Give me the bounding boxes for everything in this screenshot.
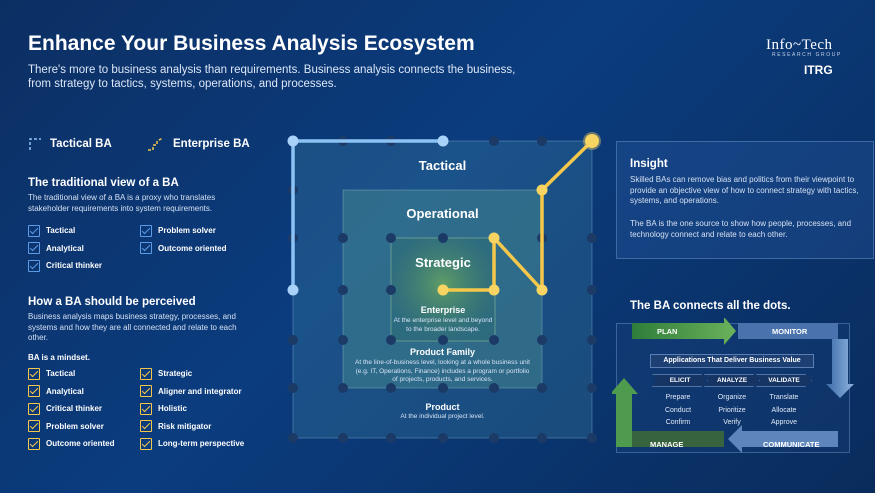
enterprise-node (583, 132, 601, 150)
checkbox-icon (28, 402, 40, 415)
validate-activities: Translate Allocate Approve (769, 394, 799, 426)
check-item: Outcome oriented (140, 242, 260, 255)
legend-tactical-label: Tactical BA (50, 138, 112, 150)
check-item: Long-term perspective (140, 437, 260, 450)
traditional-heading: The traditional view of a BA (28, 177, 179, 189)
manage-label: MANAGE (650, 440, 684, 449)
enterprise-node (488, 284, 500, 296)
checkbox-icon (28, 259, 40, 272)
enterprise-title: Enterprise (420, 305, 466, 315)
traditional-text: The traditional view of a BA is a proxy … (28, 193, 216, 213)
strategic-label: Strategic (415, 255, 471, 270)
enterprise-text: At the enterprise level and beyond to th… (393, 317, 493, 333)
checkbox-icon (28, 420, 40, 432)
check-item: Holistic (140, 402, 260, 415)
tactical-node (287, 135, 299, 147)
checkbox-icon (28, 437, 40, 450)
insight-panel (616, 141, 874, 259)
itrg-logo: ITRG (804, 63, 833, 77)
insight-heading: Insight (630, 158, 668, 170)
check-item: Analytical (28, 242, 140, 255)
checkbox-icon (28, 367, 40, 380)
check-item: Critical thinker (28, 402, 140, 415)
elicit-activities: Prepare Conduct Confirm (664, 394, 692, 426)
analyze-step: ANALYZE (704, 374, 760, 387)
check-item: Aligner and integrator (140, 385, 260, 398)
page-title: Enhance Your Business Analysis Ecosystem (28, 32, 475, 55)
check-item: Strategic (140, 367, 260, 380)
insight-p2: The BA is the one source to show how peo… (630, 219, 852, 239)
enterprise-node (437, 284, 449, 296)
operational-label: Operational (406, 206, 479, 221)
elicit-step: ELICIT (652, 374, 708, 387)
legend-tactical: Tactical BA (28, 137, 112, 151)
tactical-line-icon (29, 138, 41, 150)
monitor-band (738, 323, 838, 339)
tactical-label: Tactical (418, 158, 467, 173)
enterprise-ba-path (443, 139, 594, 295)
product-title: Product (425, 402, 460, 412)
check-item: Risk mitigator (140, 420, 260, 433)
check-item: Outcome oriented (28, 437, 140, 450)
checkbox-icon (28, 385, 40, 397)
enterprise-node (488, 232, 500, 244)
center-value-box: Applications That Deliver Business Value (650, 354, 814, 368)
communicate-label: COMMUNICATE (763, 440, 820, 449)
validate-step: VALIDATE (756, 374, 812, 387)
manage-band (624, 431, 724, 447)
perceived-text: Business analysis maps business strategy… (28, 312, 237, 342)
checkbox-icon (140, 367, 152, 380)
right-arrow (826, 339, 854, 398)
cycle-arrows (612, 318, 854, 453)
checkbox-icon (140, 242, 152, 254)
tactical-node (287, 284, 299, 296)
communicate-arrow (728, 425, 838, 453)
plan-label: PLAN (657, 327, 678, 336)
connects-heading: The BA connects all the dots. (630, 300, 791, 312)
brand-logo: Info~Tech (766, 37, 833, 53)
checkbox-icon (140, 420, 152, 432)
enterprise-node (536, 184, 548, 196)
product-family-title: Product Family (409, 347, 475, 357)
tactical-node (437, 135, 449, 147)
checkbox-icon (140, 437, 152, 450)
brand-logo-sub: RESEARCH GROUP (772, 52, 842, 58)
insight-p1: Skilled BAs can remove bias and politics… (630, 175, 859, 205)
monitor-label: MONITOR (772, 327, 808, 336)
checkbox-icon (140, 402, 152, 415)
enterprise-node (536, 284, 548, 296)
check-item: Problem solver (28, 420, 140, 433)
product-family-text: At the line-of-business level, looking a… (355, 359, 530, 383)
plan-arrow (632, 318, 736, 345)
left-arrow (612, 378, 638, 447)
check-item: Analytical (28, 385, 140, 398)
checkbox-icon (140, 224, 152, 237)
analyze-activities: Organize Prioritize Verify (717, 394, 747, 426)
check-item: Tactical (28, 224, 140, 237)
mindset-text: BA is a mindset. (28, 353, 90, 362)
check-item: Critical thinker (28, 259, 140, 272)
enterprise-line-icon (148, 137, 164, 151)
product-text: At the individual project level. (400, 413, 485, 420)
legend-enterprise-label: Enterprise BA (173, 138, 250, 150)
checkbox-icon (28, 242, 40, 254)
check-item: Tactical (28, 367, 140, 380)
checkbox-icon (28, 224, 40, 237)
page-subtitle: There's more to business analysis than r… (28, 64, 516, 90)
perceived-heading: How a BA should be perceived (28, 296, 196, 308)
checkbox-icon (140, 385, 152, 397)
check-item: Problem solver (140, 224, 260, 237)
perceived-checklist: Tactical Strategic Analytical Aligner an… (28, 367, 260, 450)
legend-enterprise: Enterprise BA (147, 137, 250, 151)
traditional-checklist: Tactical Problem solver Analytical Outco… (28, 224, 260, 272)
